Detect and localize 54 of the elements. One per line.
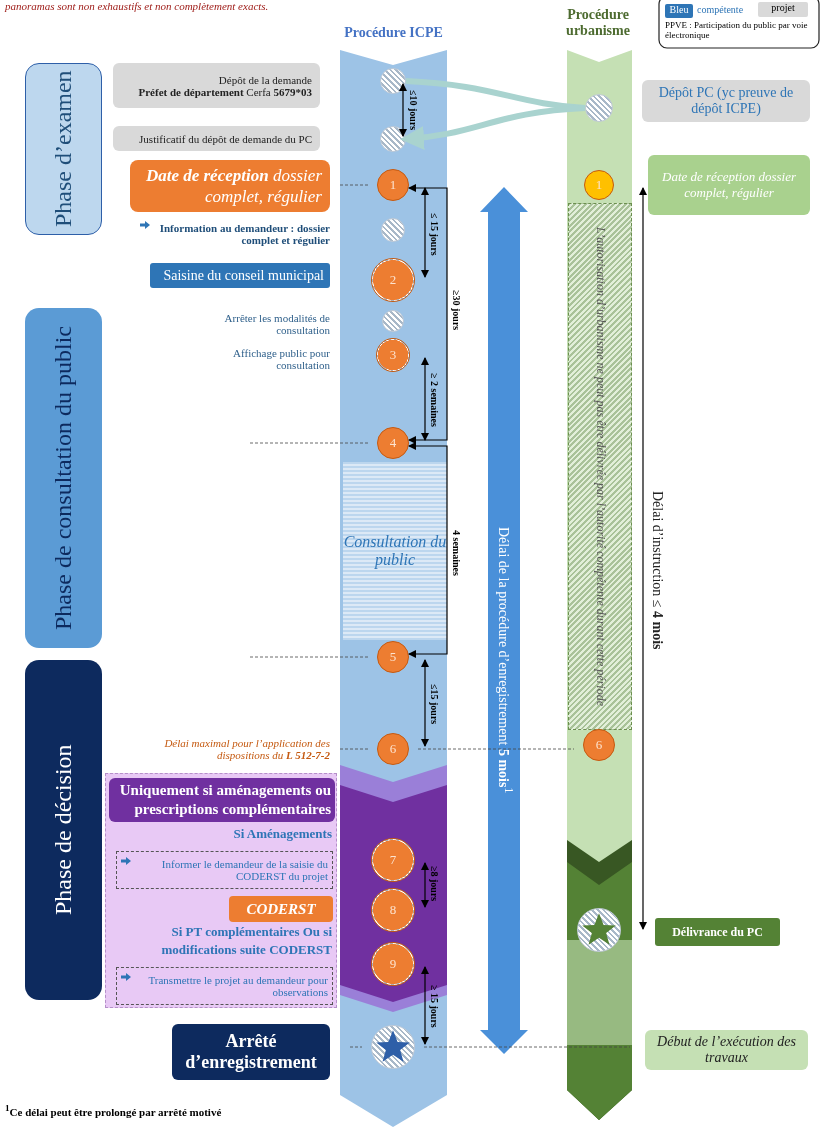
step-box: Dépôt PC (yc preuve de dépôt ICPE) [642, 80, 810, 122]
footnote: $^{1}$Ce délai peut être prolongé par arrêté motivé [5, 1103, 223, 1120]
milestone-box: Date de réception dossier complet, régulier [130, 160, 330, 212]
condition-banner: Uniquement si aménagements ou prescriptions complémentaires [109, 778, 335, 822]
step-box: Début de l’exécution des travaux [645, 1030, 808, 1070]
step-note: Arrêter les modalités de consultation [190, 308, 330, 340]
edge-label: ≤ 15 jours [428, 211, 441, 258]
edge-label: ≥30 jours [450, 288, 463, 333]
legend-tag: Bleu [665, 4, 693, 18]
consultation-period: Consultation du public [343, 462, 447, 640]
condition-label: Si Aménagements [232, 826, 332, 843]
duration-arrow [421, 966, 429, 1045]
step-text: Information au demandeur : dossier complet et régulier [158, 222, 330, 246]
committee-box: CODERST [229, 896, 333, 922]
step-note: Affichage public pour consultation [190, 343, 330, 375]
decision-box: Délivrance du PC [655, 918, 780, 946]
note-text: panoramas sont non exhaustifs et non complètement exacts. [5, 0, 270, 14]
step-box: Saisine du conseil municipal [150, 263, 330, 288]
decision-box: Arrêté d’enregistrement [172, 1024, 330, 1080]
duration-arrow [421, 659, 429, 747]
column-heading: Procédure urbanisme [565, 6, 631, 40]
legend-tag: projet [758, 2, 808, 17]
edge-label: ≥8 jours [428, 865, 441, 904]
phase-band: Phase d’examen [25, 63, 102, 235]
action-box [116, 851, 333, 889]
duration-arrow [408, 184, 448, 444]
duration-arrow [639, 187, 647, 930]
duration-arrow [421, 187, 429, 278]
phase-band: Phase de décision [25, 660, 102, 1000]
connector-arrow [400, 105, 586, 150]
duration-arrow [421, 862, 429, 908]
duration-arrow [399, 83, 407, 137]
action-box [116, 967, 333, 1005]
edge-label: Délai d’instruction ≤ 4 mois [649, 489, 666, 652]
edge-label: 4 semaines [450, 528, 463, 578]
edge-label: ≥ 15 jours [428, 983, 441, 1030]
phase-band: Phase de consultation du public [25, 308, 102, 648]
step-box: Justificatif du dépôt de demande du PC [113, 126, 320, 151]
step-text: Informer le demandeur de la saisie du CODERST du projet [160, 858, 328, 882]
legend-text: compétente [697, 4, 745, 17]
step-text: Transmettre le projet au demandeur pour observations [147, 974, 328, 998]
step-box: Dépôt de la demande Préfet de département Cerfa 5679*03 [113, 63, 320, 108]
option-panel [105, 773, 337, 1008]
legend-text: PPVE : Participation du public par voie électronique [665, 20, 809, 42]
duration-arrow [408, 442, 448, 658]
edge-label: ≥ 2 semaines [428, 372, 441, 429]
edge-label: ≤15 jours [428, 682, 441, 727]
blocked-period: L’autorisation d’urbanisme ne peut pas être délivrée par l’autorité compétente durant cette période [568, 203, 632, 730]
edge-label: ≤10 jours [407, 89, 419, 133]
condition-label: Si PT complémentaires Ou si modifications suite CODERST [160, 923, 332, 960]
milestone-box: Date de réception dossier complet, régulier [648, 155, 810, 215]
duration-arrow [421, 357, 429, 441]
rule-note: Délai maximal pour l’application des dispositions du L 512-7-2 [110, 733, 330, 765]
column-heading: Procédure ICPE [343, 24, 444, 42]
